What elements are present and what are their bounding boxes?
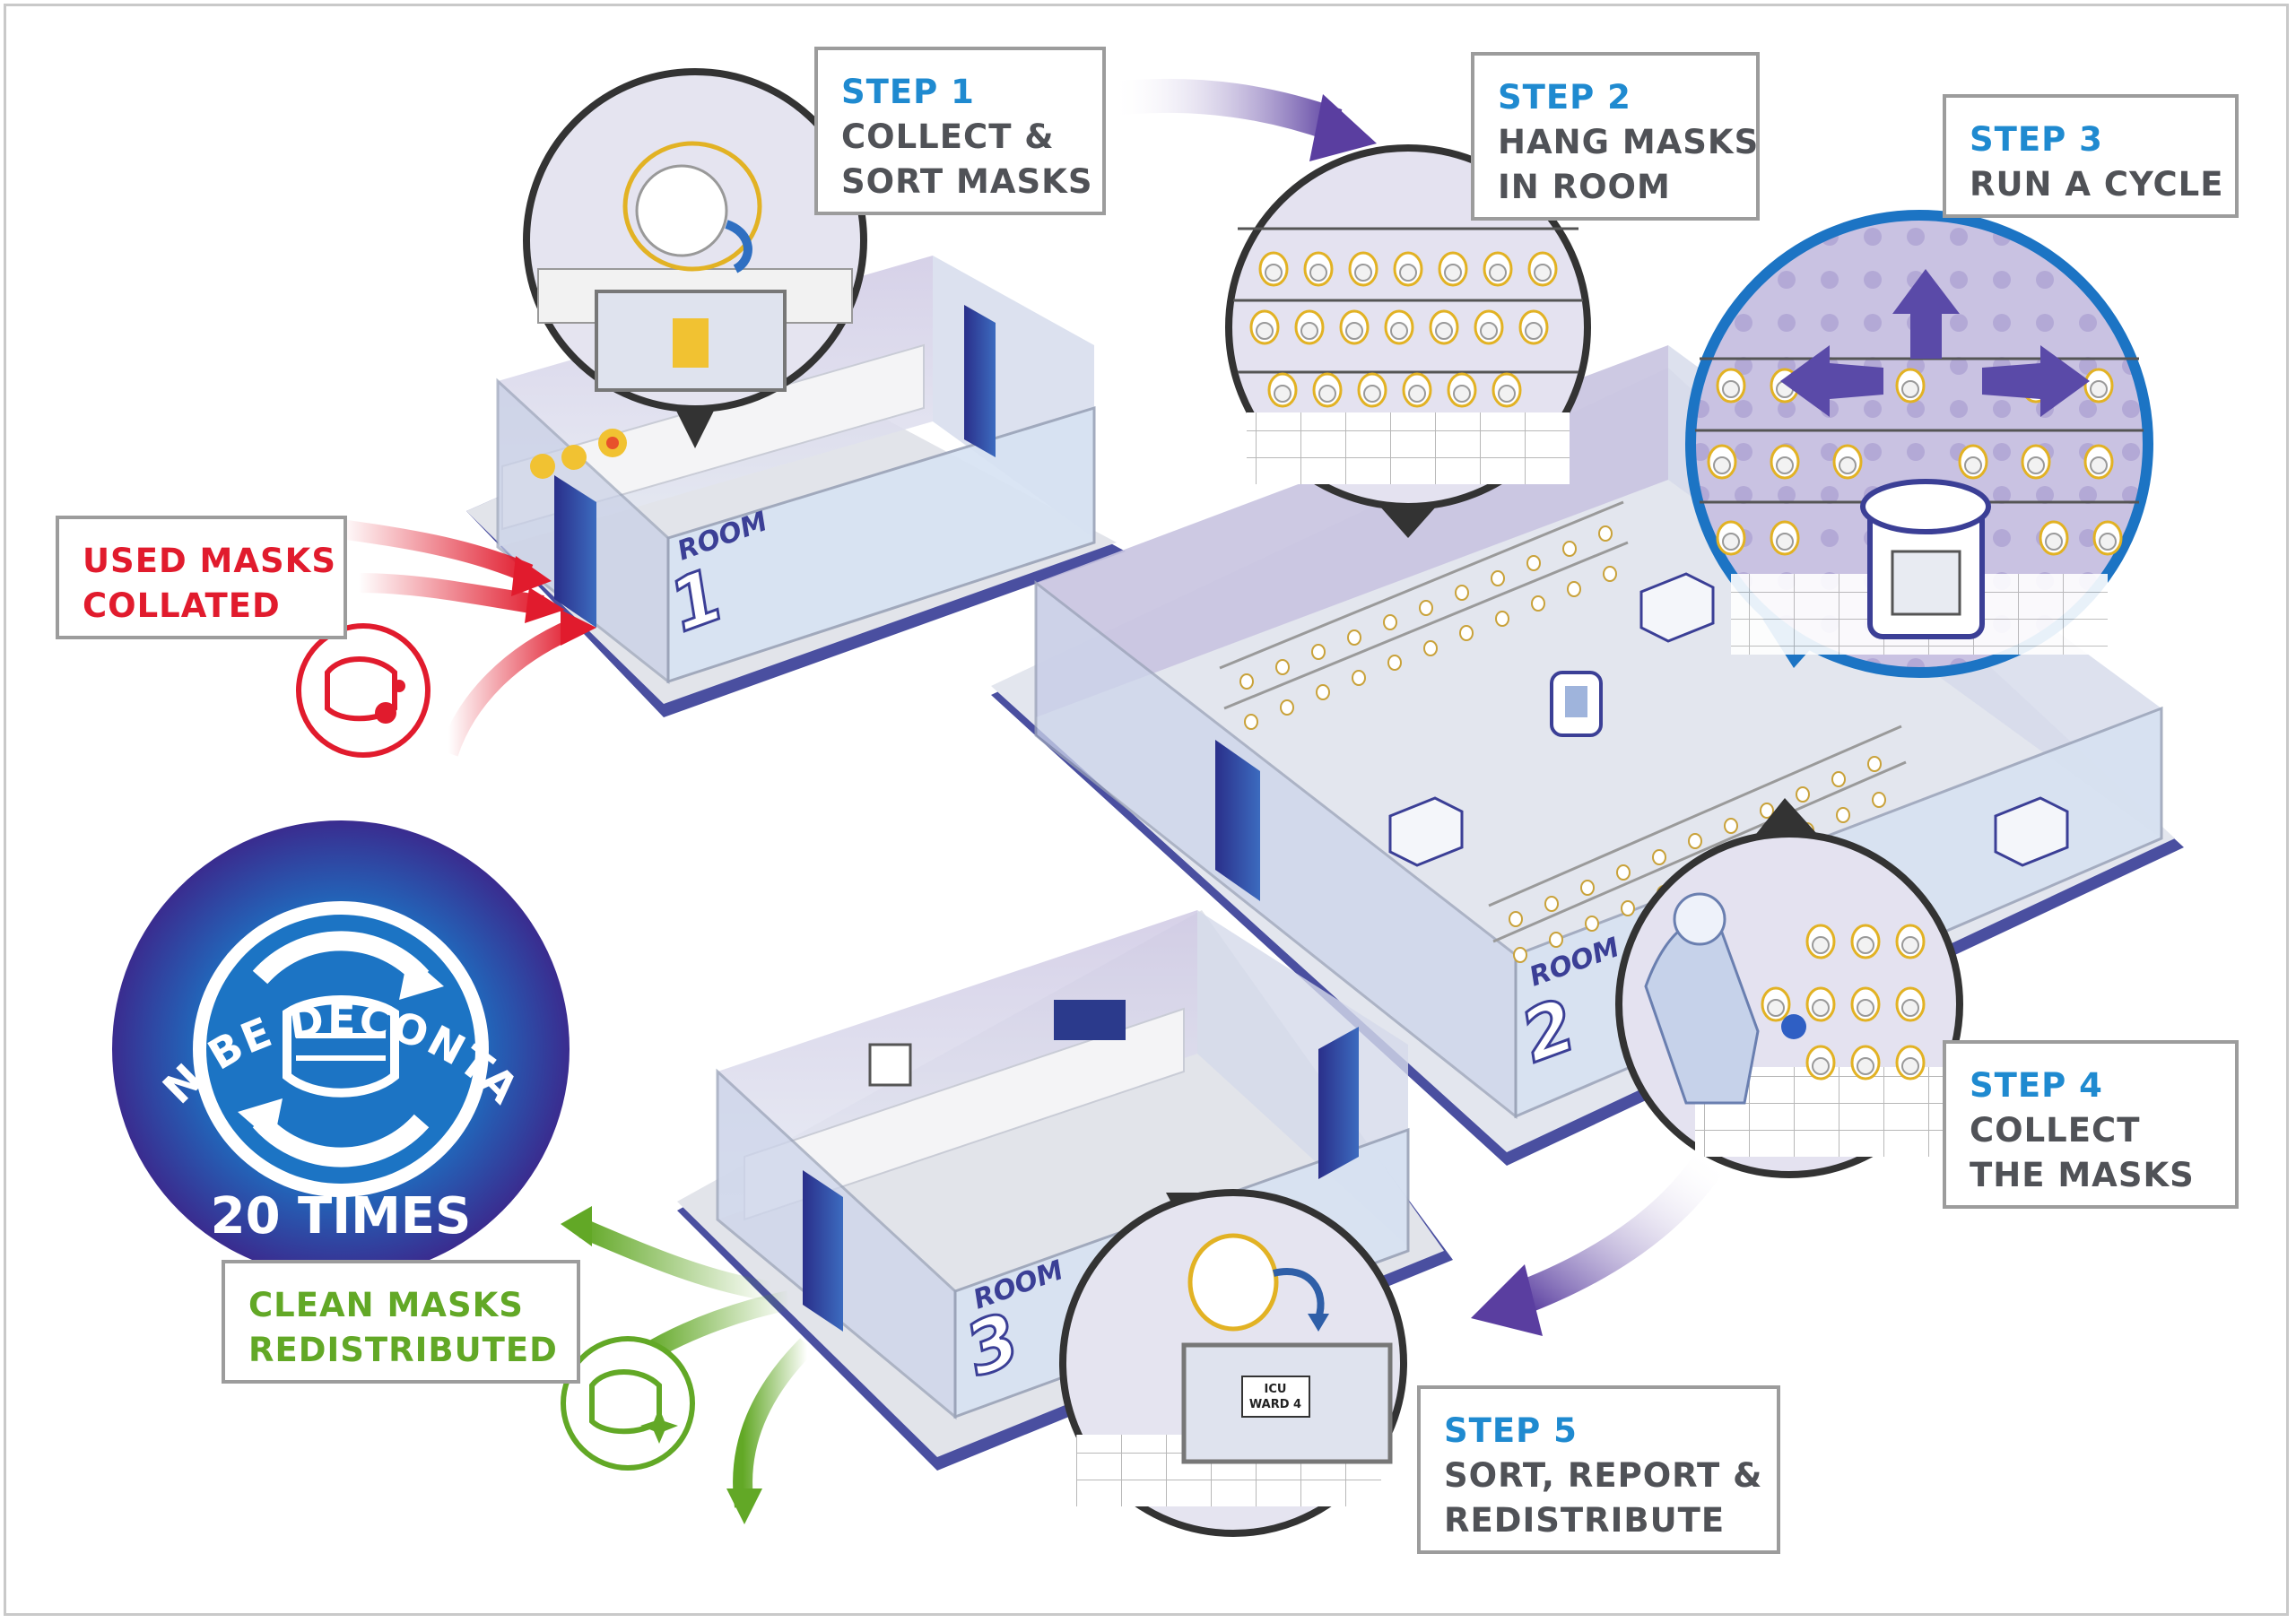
step1-line-2: SORT MASKS [841,162,1093,201]
step4-label: STEP 4 COLLECT THE MASKS [1943,1040,2239,1209]
clean-masks-label: CLEAN MASKS REDISTRIBUTED [222,1260,580,1384]
step3-zoom-circle [1685,210,2153,678]
step1-label: STEP 1 COLLECT & SORT MASKS [814,47,1106,215]
step4-title: STEP 4 [1970,1066,2103,1105]
clean-mask-streaks [561,1206,814,1524]
used-masks-line-1: USED MASKS [83,542,336,580]
arrow-step4-to-step5 [1509,1147,1728,1316]
used-masks-label: USED MASKS COLLATED [56,516,347,639]
arrow-step1-to-step2 [1110,78,1343,142]
step2-line-1: HANG MASKS [1498,123,1760,161]
decontamination-badge [112,820,570,1278]
step5-line-1: SORT, REPORT & [1444,1456,1763,1495]
step1-zoom-circle [523,68,867,448]
step5-title: STEP 5 [1444,1411,1578,1450]
step2-zoom-circle [1225,144,1591,538]
step2-title: STEP 2 [1498,78,1631,117]
step3-line-1: RUN A CYCLE [1970,165,2224,204]
step5-zoom-circle [1059,1189,1407,1537]
step1-title: STEP 1 [841,73,975,111]
step1-line-1: COLLECT & [841,117,1055,156]
step5-label: STEP 5 SORT, REPORT & REDISTRIBUTE [1417,1385,1780,1554]
step4-line-1: COLLECT [1970,1111,2141,1150]
step4-line-2: THE MASKS [1970,1156,2195,1194]
used-mask-streaks [339,519,596,757]
clean-mask-icon [561,1336,695,1471]
step4-zoom-circle [1615,798,1963,1178]
step3-title: STEP 3 [1970,120,2103,159]
used-mask-icon [296,623,430,758]
step2-line-2: IN ROOM [1498,168,1671,206]
clean-masks-line-2: REDISTRIBUTED [248,1331,558,1369]
clean-masks-line-1: CLEAN MASKS [248,1286,524,1324]
step3-label: STEP 3 RUN A CYCLE [1943,94,2239,218]
step2-label: STEP 2 HANG MASKS IN ROOM [1471,52,1760,221]
used-masks-line-2: COLLATED [83,586,281,625]
step5-line-2: REDISTRIBUTE [1444,1501,1726,1540]
arrow-step4-to-step5-head [1471,1264,1543,1336]
arrow-step1-to-step2-head [1309,94,1377,161]
